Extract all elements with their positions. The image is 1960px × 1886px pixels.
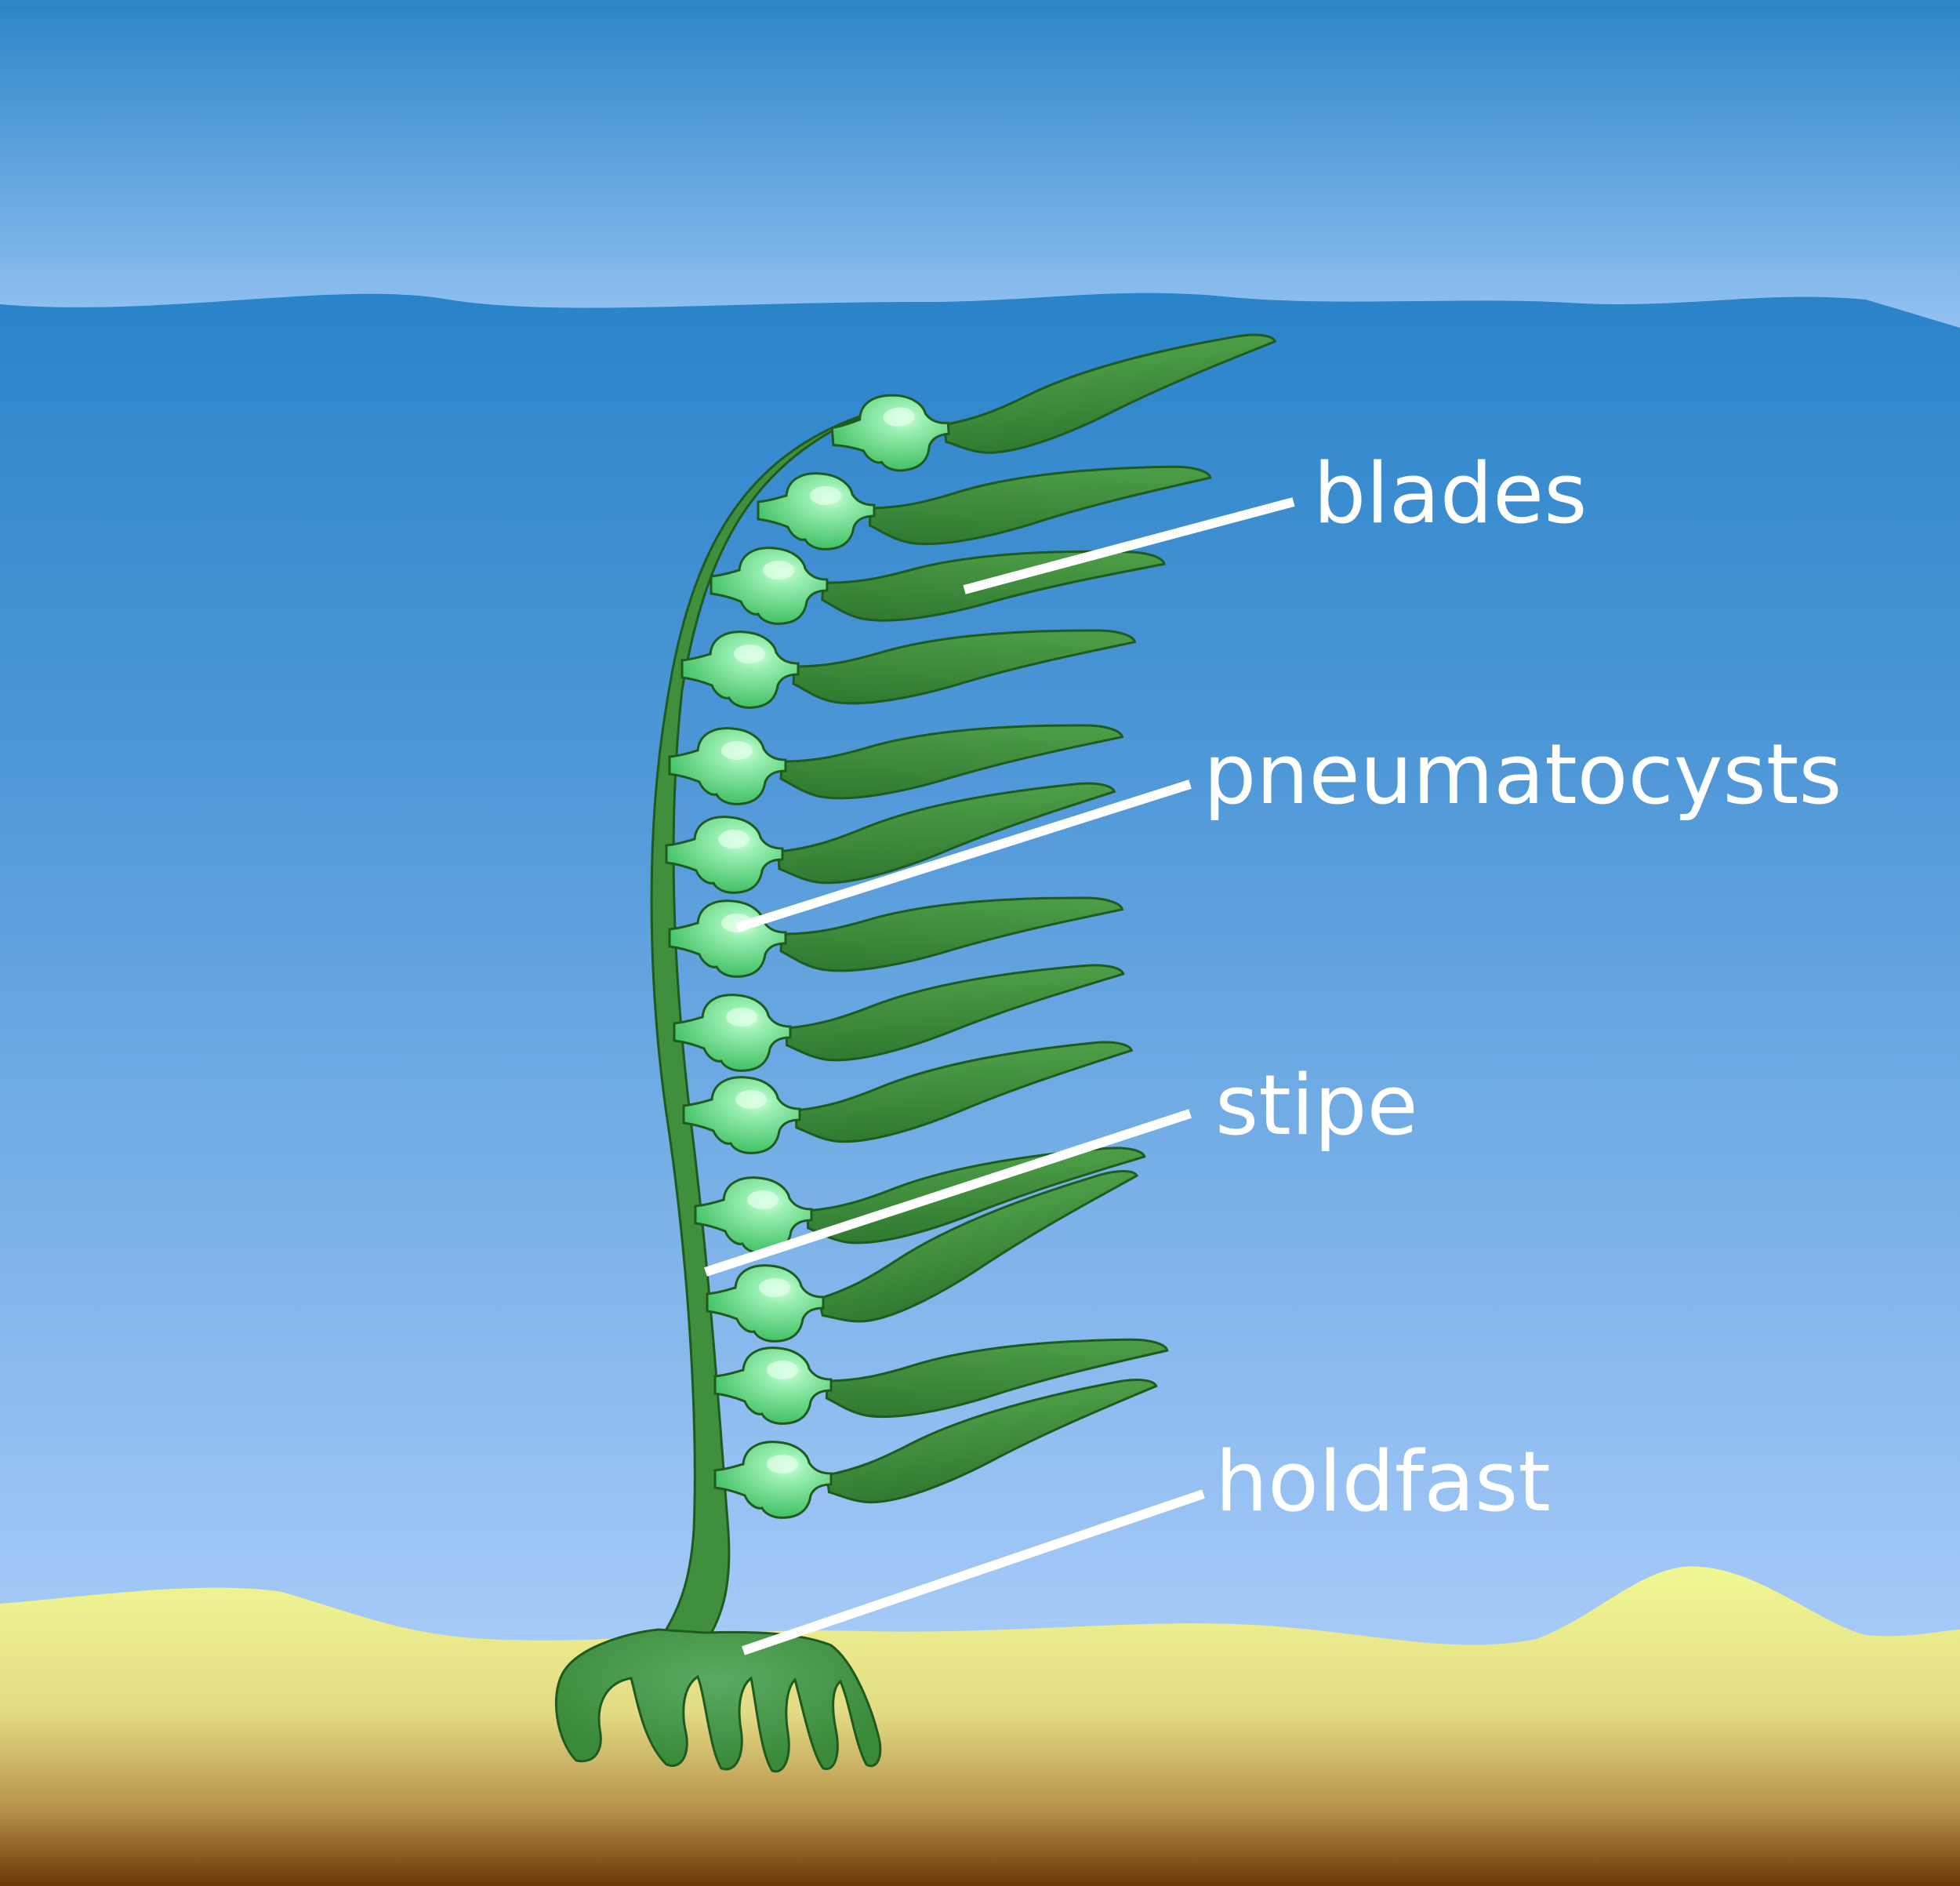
sky	[0, 0, 1960, 329]
blades-leader-line	[963, 497, 1295, 594]
pneumatocysts-label: pneumatocysts	[1203, 726, 1842, 823]
seabed	[0, 1566, 1960, 1886]
blades-label: blades	[1313, 445, 1588, 542]
holdfast-leader-line	[742, 1489, 1205, 1655]
stipe-leader-line	[704, 1109, 1192, 1277]
holdfast-label: holdfast	[1215, 1434, 1551, 1530]
holdfast-shape	[554, 1628, 882, 1773]
pneumatocysts-leader-line	[735, 779, 1192, 932]
stipe-label: stipe	[1215, 1057, 1418, 1154]
